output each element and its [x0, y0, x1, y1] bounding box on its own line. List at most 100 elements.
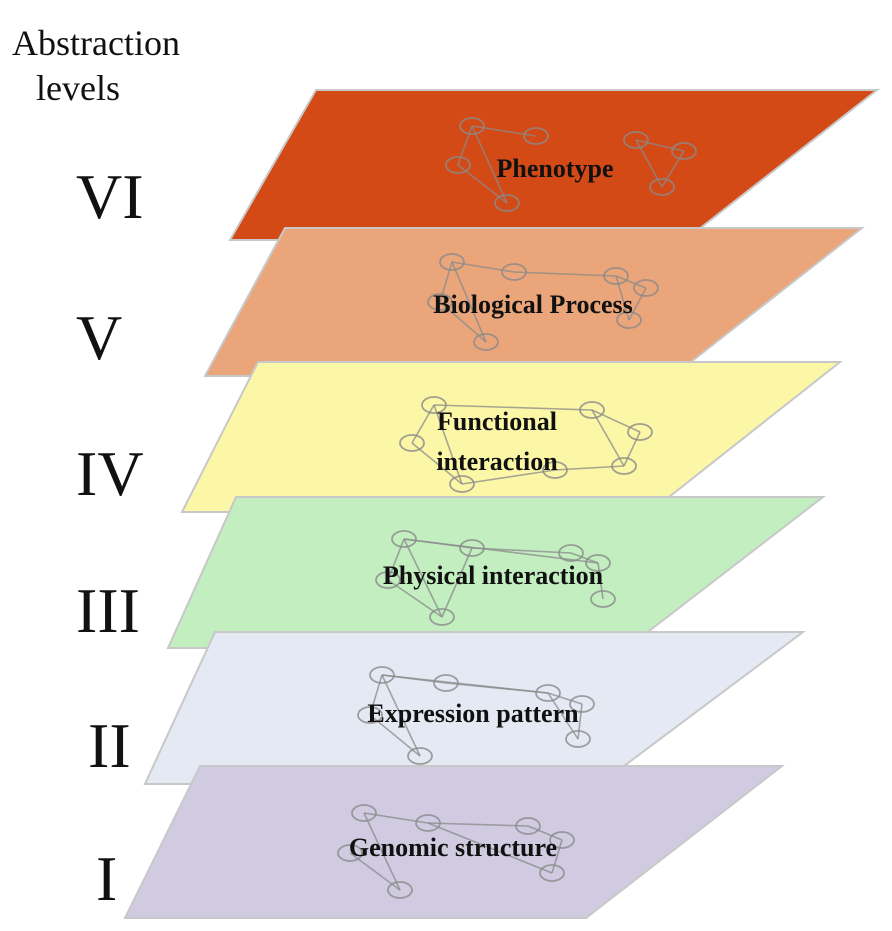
network-node	[337, 844, 363, 862]
level-numeral-expression-pattern: II	[88, 710, 131, 781]
network-edge	[369, 674, 383, 716]
network-node	[449, 475, 475, 493]
plane-genomic-structure	[123, 765, 785, 919]
network-node	[590, 590, 616, 608]
network-edge	[577, 703, 583, 740]
network-node	[633, 279, 659, 297]
network-node	[616, 311, 642, 329]
network-edge	[363, 812, 401, 891]
network-edge	[387, 538, 405, 581]
network-node	[523, 127, 549, 145]
network-node	[671, 142, 697, 160]
heading-line-1: Abstraction	[12, 23, 180, 63]
layer-label-biological-process: Biological Process	[433, 290, 633, 319]
network-node	[429, 608, 455, 626]
layer-phenotype: VI Phenotype	[76, 89, 880, 241]
network-edge	[591, 409, 625, 467]
layer-label-functional-interaction-line-2: interaction	[436, 447, 558, 476]
network-edge	[661, 150, 685, 188]
network-edge	[411, 404, 435, 444]
network-node	[535, 684, 561, 702]
network-node	[351, 804, 377, 822]
network-physical-interaction	[375, 530, 616, 626]
network-genomic-structure	[337, 804, 575, 899]
network-node	[387, 881, 413, 899]
network-edge	[433, 404, 463, 485]
network-node	[415, 814, 441, 832]
network-node	[445, 156, 471, 174]
network-edge	[471, 125, 508, 204]
layer-label-functional-interaction-line-1: Functional	[437, 407, 557, 436]
network-node	[433, 674, 459, 692]
network-functional-interaction	[399, 396, 653, 493]
network-node	[565, 730, 591, 748]
network-edge	[527, 825, 563, 841]
network-node	[627, 423, 653, 441]
network-edge	[551, 839, 563, 874]
network-edge	[381, 674, 549, 694]
network-node	[473, 333, 499, 351]
network-node	[357, 706, 383, 724]
network-edge	[451, 261, 515, 273]
network-edge	[471, 125, 537, 137]
network-edge	[623, 431, 641, 467]
network-edge	[381, 674, 421, 757]
network-edge	[457, 125, 473, 166]
network-edge	[427, 822, 529, 827]
network-node	[603, 267, 629, 285]
network-edge	[441, 547, 473, 618]
network-edge	[513, 271, 617, 277]
layer-label-genomic-structure: Genomic structure	[349, 833, 557, 862]
network-node	[649, 178, 675, 196]
network-edge	[597, 562, 604, 600]
network-edge	[570, 552, 599, 564]
network-node	[391, 530, 417, 548]
level-numeral-biological-process: V	[76, 302, 122, 373]
network-node	[494, 194, 520, 212]
network-edge	[635, 139, 685, 152]
level-numeral-phenotype: VI	[76, 161, 144, 232]
network-node	[515, 817, 541, 835]
network-node	[459, 539, 485, 557]
layer-physical-interaction: III Physical interaction	[76, 496, 826, 649]
network-edge	[439, 261, 453, 303]
network-edge	[403, 538, 599, 564]
network-edge	[547, 692, 583, 705]
layer-biological-process: V Biological Process	[76, 227, 865, 377]
network-node	[399, 434, 425, 452]
network-node	[542, 461, 568, 479]
network-edge	[461, 469, 556, 485]
network-node	[585, 554, 611, 572]
network-node	[579, 401, 605, 419]
network-edge	[403, 538, 443, 618]
layer-label-expression-pattern: Expression pattern	[367, 699, 579, 728]
plane-functional-interaction	[180, 361, 843, 513]
network-edge	[433, 404, 593, 411]
network-node	[623, 131, 649, 149]
level-numeral-genomic-structure: I	[96, 843, 117, 914]
network-edge	[628, 287, 647, 321]
level-numeral-physical-interaction: III	[76, 575, 140, 646]
layer-label-physical-interaction: Physical interaction	[383, 561, 604, 590]
network-node	[421, 396, 447, 414]
network-node	[501, 263, 527, 281]
network-edge	[451, 261, 487, 343]
level-numeral-functional-interaction: IV	[76, 438, 144, 509]
layer-expression-pattern: II Expression pattern	[88, 631, 807, 785]
network-node	[439, 253, 465, 271]
network-edge	[591, 409, 641, 433]
network-edge	[411, 442, 463, 485]
layer-genomic-structure: I Genomic structure	[96, 765, 785, 919]
network-expression-pattern	[357, 666, 595, 765]
layer-label-phenotype: Phenotype	[497, 154, 614, 183]
network-edge	[363, 812, 429, 824]
layer-functional-interaction: IV Functional interaction	[76, 361, 843, 513]
network-node	[407, 747, 433, 765]
network-biological-process	[427, 253, 659, 351]
network-node	[611, 457, 637, 475]
network-phenotype	[445, 117, 697, 212]
network-node	[549, 831, 575, 849]
network-node	[369, 666, 395, 684]
